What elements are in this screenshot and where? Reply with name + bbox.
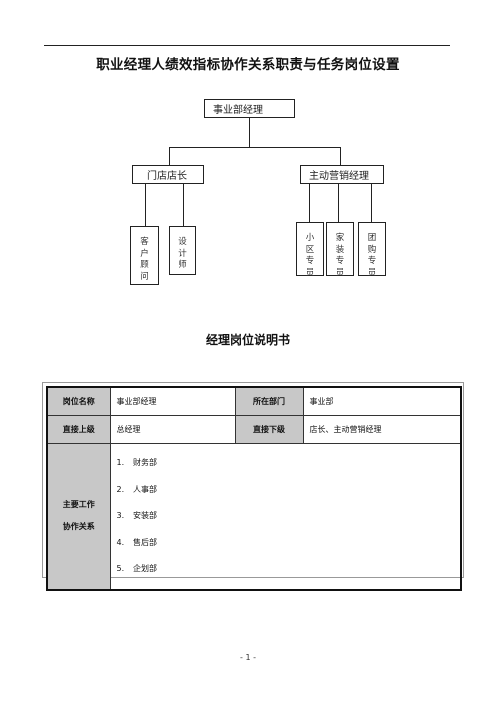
list-item: 4. 售后部: [116, 537, 158, 547]
org-node-root: 事业部经理: [204, 99, 295, 118]
org-node-marketing-manager: 主动营销经理: [300, 165, 384, 184]
connector-line: [169, 147, 170, 165]
department-value: 事业部: [302, 386, 462, 416]
list-item: 1. 财务部: [116, 458, 158, 467]
connector-line: [340, 147, 341, 165]
direct-subordinate-label: 直接下级: [234, 415, 304, 444]
header-rule: [44, 45, 450, 46]
connector-line: [309, 184, 310, 222]
list-item: 2. 人事部: [116, 484, 158, 494]
connector-line: [371, 184, 372, 222]
connector-line: [169, 147, 340, 148]
table-row: 主要工作 协作关系 1. 财务部 2. 人事部 3. 安装部 4. 售后部 5.…: [46, 443, 462, 590]
collaboration-label-line2: 协作关系: [62, 522, 95, 532]
connector-line: [338, 184, 339, 222]
direct-superior-value: 总经理: [109, 415, 236, 444]
position-name-label: 岗位名称: [46, 386, 111, 416]
list-item: 5. 企划部: [116, 564, 158, 573]
org-node-customer-advisor: 客户顾问: [130, 226, 159, 285]
collaboration-label: 主要工作 协作关系: [46, 443, 111, 590]
collaboration-list-cell: 1. 财务部 2. 人事部 3. 安装部 4. 售后部 5. 企划部: [109, 443, 462, 590]
vertical-label: 小区专员: [305, 233, 315, 278]
org-node-groupbuy-specialist: 团购专员: [358, 222, 386, 278]
section-title: 经理岗位说明书: [205, 333, 290, 347]
direct-subordinate-value: 店长、主动营销经理: [302, 415, 462, 444]
page-number: - 1 -: [240, 653, 256, 662]
table-row: 直接上级 总经理 直接下级 店长、主动营销经理: [46, 415, 462, 444]
vertical-label: 家装专员: [335, 233, 345, 278]
job-description-table: 岗位名称 事业部经理 所在部门 事业部 直接上级 总经理 直接下级 店长、主动营…: [46, 386, 462, 591]
vertical-label: 团购专员: [367, 233, 377, 278]
org-node-store-manager: 门店店长: [132, 165, 204, 184]
org-node-community-specialist: 小区专员: [296, 222, 324, 278]
position-name-value: 事业部经理: [109, 386, 236, 416]
table-row: 岗位名称 事业部经理 所在部门 事业部: [46, 386, 462, 416]
org-node-designer: 设计师: [169, 226, 196, 275]
list-item: 3. 安装部: [116, 511, 158, 520]
collaboration-label-line1: 主要工作: [62, 500, 95, 510]
department-label: 所在部门: [234, 386, 304, 416]
connector-line: [183, 184, 184, 226]
connector-line: [145, 184, 146, 226]
org-node-decoration-specialist: 家装专员: [326, 222, 354, 278]
vertical-label: 设计师: [178, 237, 187, 270]
document-title: 职业经理人绩效指标协作关系职责与任务岗位设置: [96, 57, 400, 73]
vertical-label: 客户顾问: [140, 237, 149, 282]
connector-line: [249, 118, 250, 147]
direct-superior-label: 直接上级: [46, 415, 111, 444]
collaboration-list: 1. 财务部 2. 人事部 3. 安装部 4. 售后部 5. 企划部: [117, 444, 455, 589]
